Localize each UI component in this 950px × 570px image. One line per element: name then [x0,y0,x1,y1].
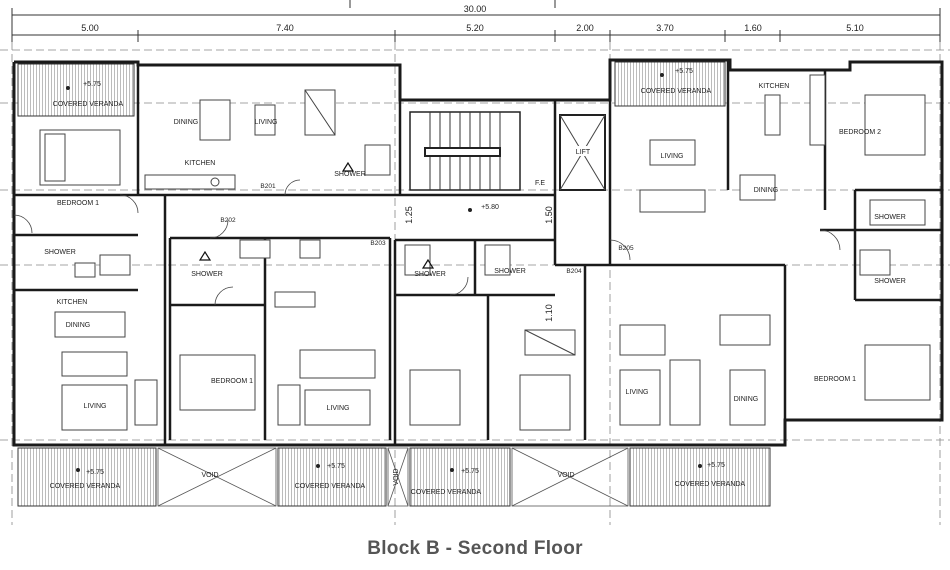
elevation-markers [66,73,702,472]
label-living-br: LIVING [626,389,649,396]
label-bedroom-2: BEDROOM 2 [839,129,881,136]
label-shower-tl: SHOWER [334,171,366,178]
floor-plan: 30.00 5.00 7.40 5.20 2.00 3.70 1.60 5.10 [0,0,950,525]
label-veranda-b3: COVERED VERANDA [411,489,482,496]
dim-segment-4: 2.00 [576,23,594,33]
label-dining-tr: DINING [754,187,779,194]
label-living-tl: LIVING [255,119,278,126]
label-shower-left: SHOWER [44,249,76,256]
elevation-veranda-b4: +5.75 [707,462,725,469]
label-dining-left: DINING [66,322,91,329]
label-living-left: LIVING [84,403,107,410]
label-veranda-b1: COVERED VERANDA [50,483,121,490]
label-kitchen-tr: KITCHEN [759,83,790,90]
dim-segment-3: 5.20 [466,23,484,33]
dim-segment-5: 3.70 [656,23,674,33]
label-void-2: VOID [393,468,400,485]
elevation-veranda-b2: +5.75 [327,463,345,470]
elevation-veranda-tr: +5.75 [675,68,693,75]
plan-caption: Block B - Second Floor [367,538,583,559]
label-living-tr: LIVING [661,153,684,160]
label-shower-right2: SHOWER [874,278,906,285]
label-shower-mid3: SHOWER [494,268,526,275]
dim-segment-1: 5.00 [81,23,99,33]
label-bedroom-1-mid: BEDROOM 1 [211,378,253,385]
label-kitchen-tl: KITCHEN [185,160,216,167]
label-living-mid: LIVING [327,405,350,412]
interior-walls [14,60,942,445]
door-code-b204: B204 [566,268,582,275]
label-shower-mid1: SHOWER [191,271,223,278]
label-shower-mid2: SHOWER [414,271,446,278]
dim-vertical-2: 1.50 [544,206,554,224]
label-bedroom-1-right: BEDROOM 1 [814,376,856,383]
label-bedroom-1-tl: BEDROOM 1 [57,200,99,207]
void-shapes [157,447,629,507]
dim-total: 30.00 [464,4,487,14]
label-lift: LIFT [576,149,591,156]
dimension-line: 30.00 5.00 7.40 5.20 2.00 3.70 1.60 5.10 [11,0,941,42]
label-kitchen-left: KITCHEN [57,299,88,306]
lift-shaft [559,114,606,191]
label-fire-extinguisher: F.E [535,180,545,187]
label-dining-br: DINING [734,396,759,403]
label-veranda-tr: COVERED VERANDA [641,88,712,95]
label-dining-tl: DINING [174,119,199,126]
outer-walls [12,58,944,447]
label-veranda-tl: COVERED VERANDA [53,101,124,108]
warning-icons [198,161,435,269]
dim-segment-2: 7.40 [276,23,294,33]
door-code-b201: B201 [260,183,276,190]
stairwell [409,111,521,191]
dim-segment-6: 1.60 [744,23,762,33]
label-shower-right1: SHOWER [874,214,906,221]
veranda-shapes [17,61,771,507]
label-void-1: VOID [201,472,218,479]
label-veranda-b2: COVERED VERANDA [295,483,366,490]
door-code-b203: B203 [370,240,386,247]
furniture [39,74,931,431]
elevation-veranda-tl: +5.75 [83,81,101,88]
elevation-corridor: +5.80 [481,204,499,211]
elevation-veranda-b1: +5.75 [86,469,104,476]
dim-segment-7: 5.10 [846,23,864,33]
elevation-veranda-b3: +5.75 [461,468,479,475]
door-swings [13,179,841,306]
room-labels: COVERED VERANDA COVERED VERANDA COVERED … [44,83,906,496]
label-void-3: VOID [557,472,574,479]
dim-vertical-3: 1.10 [544,304,554,322]
dim-vertical-1: 1.25 [404,206,414,224]
label-veranda-b4: COVERED VERANDA [675,481,746,488]
